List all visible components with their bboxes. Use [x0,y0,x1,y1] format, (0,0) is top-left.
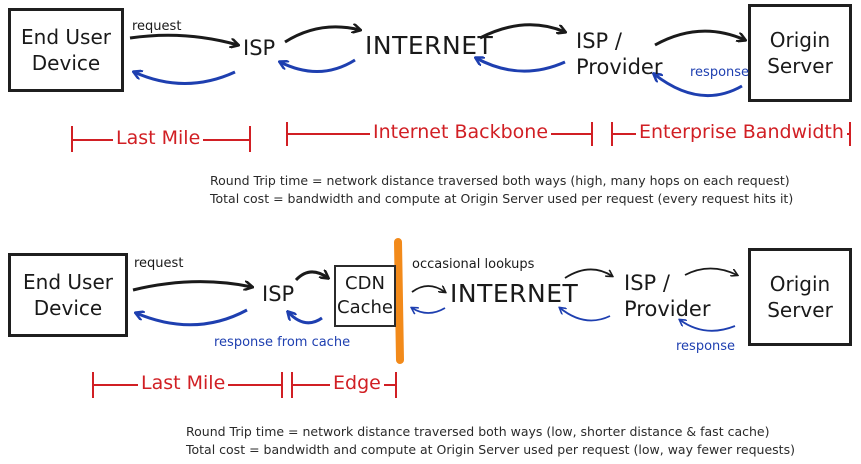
note-total-cost-top: Total cost = bandwidth and compute at Or… [210,191,794,206]
response-arrow [412,308,446,313]
segment-edge: Edge [330,372,384,395]
response-label: response [676,339,736,354]
response-arrow [476,58,566,73]
response-arrow [560,308,611,322]
isp-label: ISP [243,36,276,60]
end-user-device-label: End User Device [21,25,111,75]
response-label: response [690,65,750,80]
origin-server-label: Origin Server [767,28,833,78]
request-label: request [134,256,184,271]
response-arrow [280,58,356,73]
origin-server-box: Origin Server [748,4,852,102]
request-arrow [284,27,360,44]
cdn-cache-box: CDN Cache [334,265,396,327]
segment-internet-backbone: Internet Backbone [370,121,552,144]
cdn-cache-label: CDN Cache [337,272,393,318]
request-arrow [479,23,565,40]
request-arrow [684,267,737,276]
end-user-device-box: End User Device [8,8,124,92]
occasional-lookups-label: occasional lookups [412,257,535,272]
request-arrow [132,280,252,292]
note-round-trip-bottom: Round Trip time = network distance trave… [186,424,770,439]
response-arrow [288,312,323,325]
edge-bar [394,238,404,364]
response-arrow [134,72,236,85]
segment-last-mile: Last Mile [138,372,229,395]
end-user-device-box: End User Device [8,253,128,337]
internet-label: INTERNET [450,279,579,308]
isp-provider-label: ISP / Provider [624,271,711,322]
request-arrow [294,272,328,282]
response-arrow [654,74,743,98]
request-arrow [129,33,238,45]
isp-label: ISP [262,282,295,306]
response-from-cache-label: response from cache [214,335,351,350]
internet-label: INTERNET [365,31,494,60]
request-arrow [564,268,612,279]
origin-server-box: Origin Server [748,248,852,346]
note-round-trip-top: Round Trip time = network distance trave… [210,173,790,188]
segment-last-mile: Last Mile [113,127,204,150]
response-arrow [136,308,248,327]
request-arrow [654,29,745,47]
segment-enterprise-bandwidth: Enterprise Bandwidth [636,121,847,144]
note-total-cost-bottom: Total cost = bandwidth and compute at Or… [186,442,795,457]
request-label: request [132,19,182,34]
end-user-device-label: End User Device [23,270,113,320]
request-arrow [411,285,445,292]
response-arrow [680,320,736,332]
origin-server-label: Origin Server [767,272,833,322]
isp-provider-label: ISP / Provider [576,29,663,80]
